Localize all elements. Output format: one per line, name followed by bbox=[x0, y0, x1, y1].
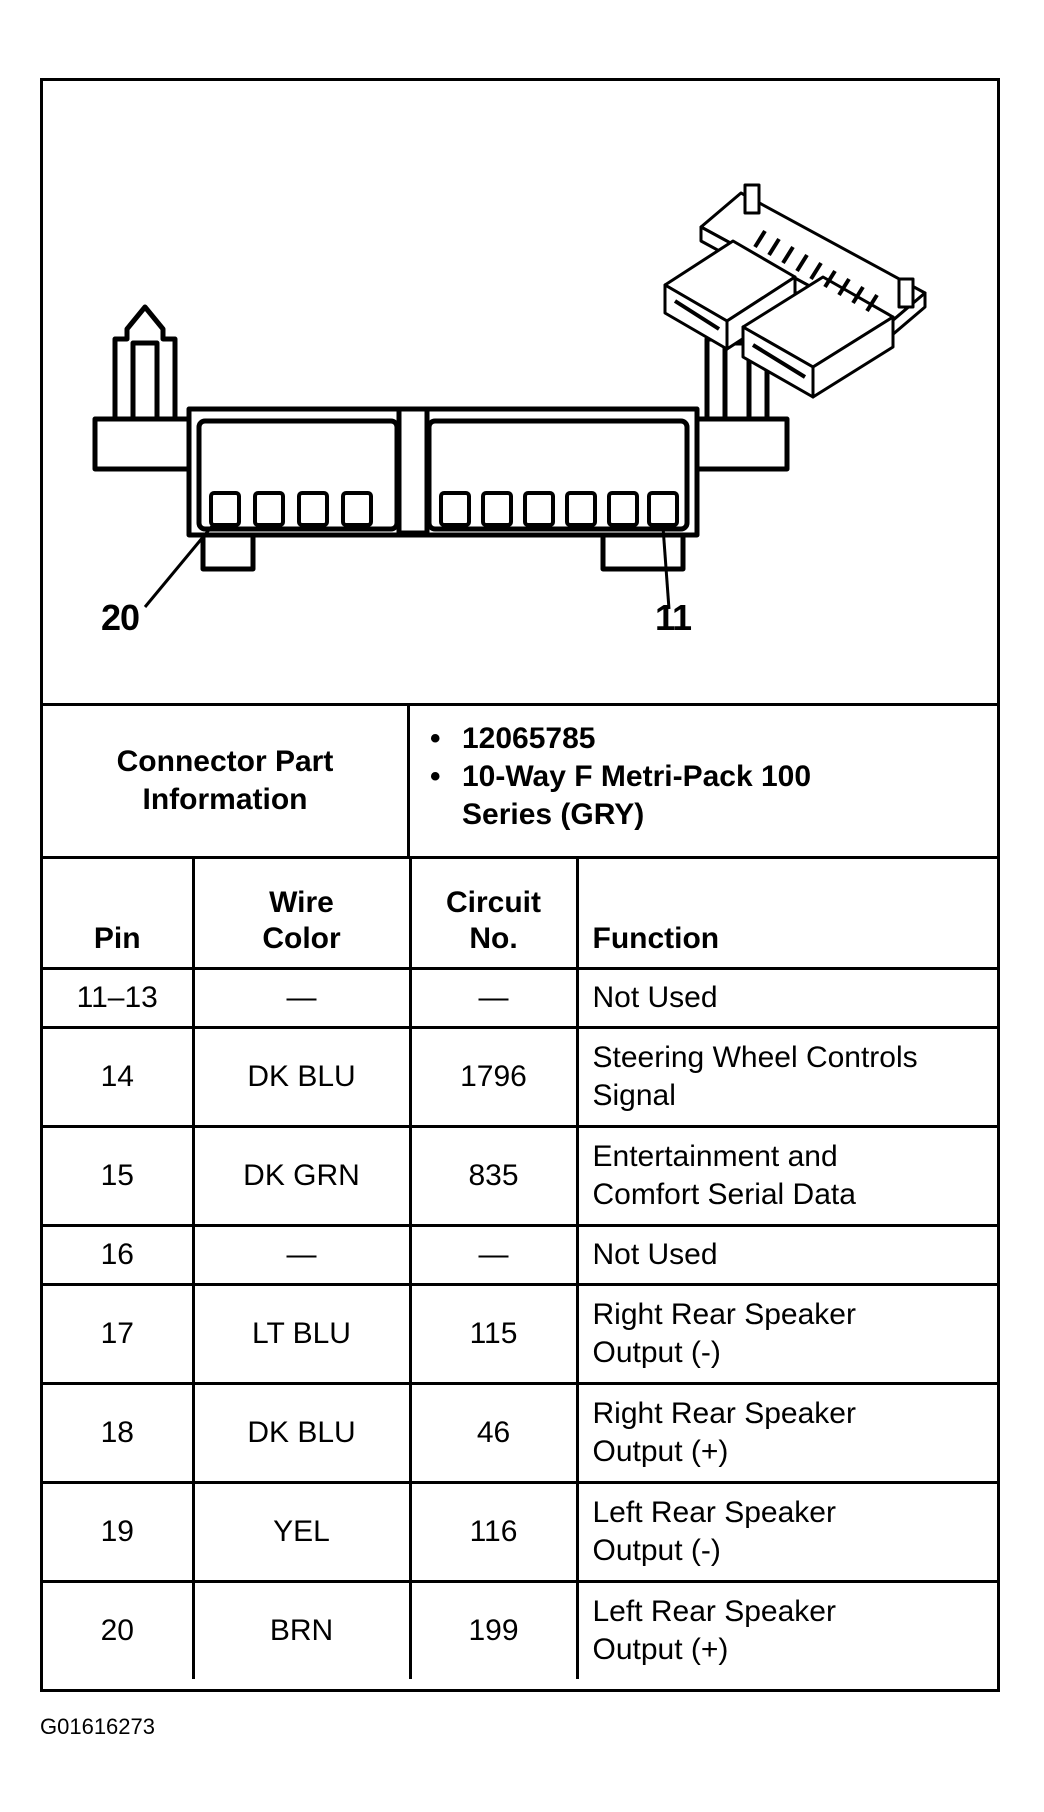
callout-pin-20: 20 bbox=[101, 597, 140, 638]
pinout-table: Pin Wire Color Circuit No. Function 11–1… bbox=[43, 859, 997, 1679]
cell-wire-color: LT BLU bbox=[191, 1283, 412, 1385]
cell-circuit-no: — bbox=[408, 967, 579, 1029]
part-number: 12065785 bbox=[462, 722, 596, 755]
cell-wire-color: BRN bbox=[191, 1580, 412, 1679]
header-wire-color: Wire Color bbox=[191, 859, 412, 970]
cell-function: Not Used bbox=[575, 967, 997, 1029]
left-latch-slot bbox=[130, 340, 160, 422]
header-circuit-no: Circuit No. bbox=[408, 859, 579, 970]
table-row: 16 — — Not Used bbox=[43, 1224, 997, 1286]
connector-type: 10-Way F Metri-Pack 100 Series (GRY) bbox=[462, 760, 812, 831]
cell-wire-color: YEL bbox=[191, 1481, 412, 1583]
cell-function: Steering Wheel Controls Signal bbox=[575, 1026, 997, 1128]
cell-function: Not Used bbox=[575, 1224, 997, 1286]
cell-circuit-no: 115 bbox=[408, 1283, 579, 1385]
connector-drawing bbox=[92, 183, 927, 610]
isometric-terminal-lines bbox=[673, 229, 879, 379]
bullet-icon: • bbox=[430, 760, 441, 793]
table-header-row: Pin Wire Color Circuit No. Function bbox=[43, 859, 997, 970]
cell-circuit-no: 835 bbox=[408, 1125, 579, 1227]
figure-frame: 20 11 Connector Part Information • 12065… bbox=[40, 78, 1000, 1692]
table-row: 18 DK BLU 46 Right Rear Speaker Output (… bbox=[43, 1382, 997, 1484]
connector-divider bbox=[396, 406, 430, 536]
cell-wire-color: — bbox=[191, 967, 412, 1029]
cell-pin: 11–13 bbox=[43, 967, 195, 1029]
connector-type-item: • 10-Way F Metri-Pack 100 Series (GRY) bbox=[430, 758, 822, 834]
part-number-item: • 12065785 bbox=[430, 720, 997, 758]
connector-diagram: 20 11 bbox=[43, 81, 997, 703]
cell-wire-color: DK BLU bbox=[191, 1382, 412, 1484]
table-row: 19 YEL 116 Left Rear Speaker Output (-) bbox=[43, 1481, 997, 1583]
leader-line-pin-11 bbox=[661, 526, 671, 610]
cell-pin: 15 bbox=[43, 1125, 195, 1227]
header-pin: Pin bbox=[43, 859, 195, 970]
header-function: Function bbox=[575, 859, 997, 970]
cell-circuit-no: — bbox=[408, 1224, 579, 1286]
cell-function: Left Rear Speaker Output (-) bbox=[575, 1481, 997, 1583]
cell-wire-color: — bbox=[191, 1224, 412, 1286]
table-row: 11–13 — — Not Used bbox=[43, 967, 997, 1029]
cell-circuit-no: 199 bbox=[408, 1580, 579, 1679]
cell-function: Left Rear Speaker Output (+) bbox=[575, 1580, 997, 1679]
connector-part-info-label: Connector Part Information bbox=[43, 706, 410, 856]
table-row: 17 LT BLU 115 Right Rear Speaker Output … bbox=[43, 1283, 997, 1385]
left-bottom-tab bbox=[200, 532, 256, 572]
cell-function: Right Rear Speaker Output (-) bbox=[575, 1283, 997, 1385]
cell-pin: 16 bbox=[43, 1224, 195, 1286]
leader-line-pin-20 bbox=[143, 524, 215, 608]
cell-pin: 17 bbox=[43, 1283, 195, 1385]
terminal-cavities bbox=[209, 491, 679, 527]
table-row: 14 DK BLU 1796 Steering Wheel Controls S… bbox=[43, 1026, 997, 1128]
cell-pin: 20 bbox=[43, 1580, 195, 1679]
cell-pin: 19 bbox=[43, 1481, 195, 1583]
cell-circuit-no: 1796 bbox=[408, 1026, 579, 1128]
callout-pin-11: 11 bbox=[655, 597, 692, 638]
connector-part-info-values: • 12065785 • 10-Way F Metri-Pack 100 Ser… bbox=[410, 706, 997, 856]
table-row: 15 DK GRN 835 Entertainment and Comfort … bbox=[43, 1125, 997, 1227]
cell-function: Right Rear Speaker Output (+) bbox=[575, 1382, 997, 1484]
bullet-icon: • bbox=[430, 722, 441, 755]
cell-pin: 14 bbox=[43, 1026, 195, 1128]
cell-wire-color: DK BLU bbox=[191, 1026, 412, 1128]
cell-wire-color: DK GRN bbox=[191, 1125, 412, 1227]
cell-circuit-no: 46 bbox=[408, 1382, 579, 1484]
right-bottom-tab bbox=[600, 532, 686, 572]
connector-isometric-view bbox=[663, 183, 927, 399]
connector-part-info: Connector Part Information • 12065785 • … bbox=[43, 703, 997, 859]
cell-function: Entertainment and Comfort Serial Data bbox=[575, 1125, 997, 1227]
cell-circuit-no: 116 bbox=[408, 1481, 579, 1583]
cell-pin: 18 bbox=[43, 1382, 195, 1484]
figure-id: G01616273 bbox=[40, 1714, 155, 1739]
table-row: 20 BRN 199 Left Rear Speaker Output (+) bbox=[43, 1580, 997, 1679]
